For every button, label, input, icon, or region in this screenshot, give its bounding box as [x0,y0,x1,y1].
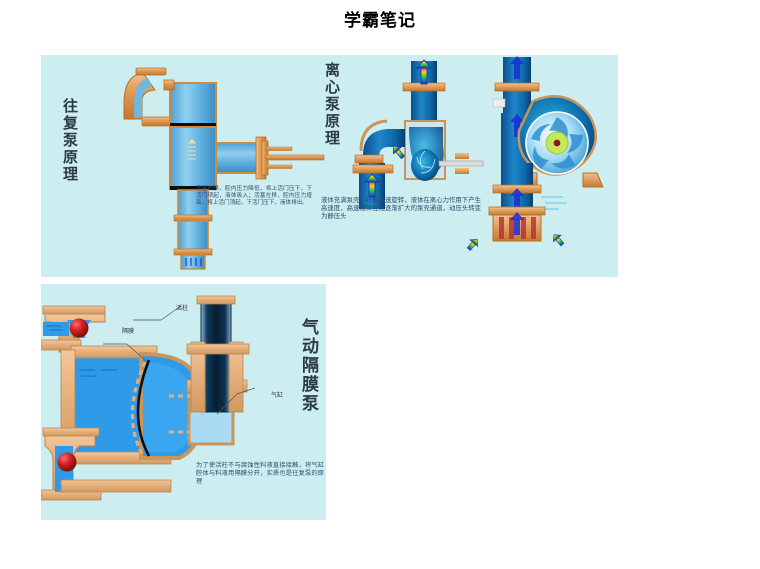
label-plunger: 活柱 [176,305,189,312]
centrifugal-pump-caption: 液体充满泵壳，叶轮高速旋转，液体在离心力作用下产生高速度，高速液体经过逐渐扩大的… [321,196,481,221]
bottom-panel [41,284,326,520]
top-panel [41,55,618,277]
reciprocating-pump-caption: 活塞右移，腔内压力降低，将上活门压下，下活门项起，液体吸入；活塞左移，腔内压力增… [196,186,312,207]
reciprocating-pump-title: 往复泵原理 [61,98,79,183]
centrifugal-pump-diagram [352,56,604,251]
diaphragm-pump-title: 气动隔膜泵 [298,318,318,413]
reciprocating-pump-diagram [123,67,325,270]
diaphragm-pump-diagram [41,295,256,501]
label-diaphragm: 隔膜 [122,328,135,335]
label-cylinder: 气缸 [271,392,284,399]
page-title: 学霸笔记 [344,11,416,31]
centrifugal-pump-title: 离心泵原理 [323,62,341,147]
diaphragm-pump-caption: 为了使活柱不与腐蚀性料液直接接触，将气缸腔体与料液用隔膜分开，实质也是往复泵的原… [196,462,324,485]
